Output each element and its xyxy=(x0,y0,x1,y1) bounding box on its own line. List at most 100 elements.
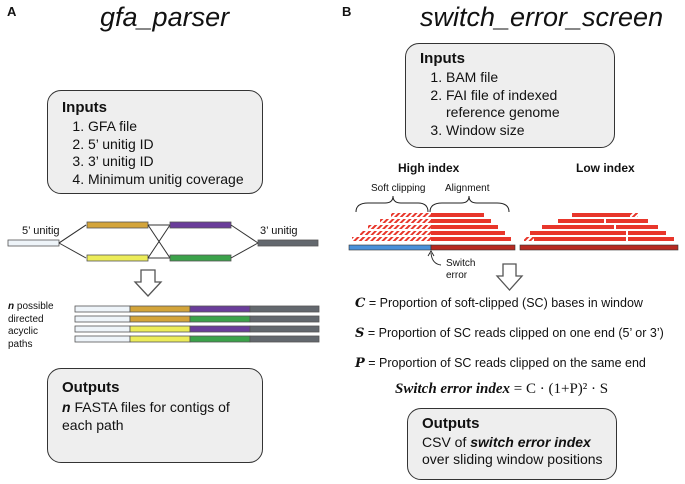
read-bar xyxy=(391,213,431,217)
read-bar xyxy=(431,237,511,241)
paths-label-line: paths xyxy=(8,338,33,350)
p-definition-text: = Proportion of SC reads clipped on the … xyxy=(364,356,646,370)
read-bar xyxy=(524,237,534,241)
read-bar xyxy=(616,225,658,229)
s-definition: S = Proportion of SC reads clipped on on… xyxy=(355,326,664,341)
path-row xyxy=(74,335,320,343)
switch-error-arrow-icon xyxy=(430,252,442,266)
read-bar xyxy=(368,225,431,229)
diagram-shape xyxy=(129,325,191,333)
high-index-label: High index xyxy=(398,161,460,175)
paths-label-line: acyclic xyxy=(8,326,39,337)
read-bar xyxy=(352,237,431,241)
formula-name: Switch error index xyxy=(395,381,511,397)
n-symbol: n xyxy=(62,399,71,415)
read-bar xyxy=(360,231,431,235)
diagram-shape xyxy=(129,315,191,323)
switch-error-line: error xyxy=(446,270,468,281)
edge-line xyxy=(58,242,87,259)
gfa-graph xyxy=(7,221,319,262)
reference-low-bar xyxy=(519,244,679,251)
read-bar xyxy=(628,231,666,235)
diagram-shape xyxy=(74,325,131,333)
diagram-shape xyxy=(189,325,251,333)
alignment-label: Alignment xyxy=(445,183,490,194)
switch-error-line: Switch xyxy=(446,258,476,269)
s-symbol: S xyxy=(355,326,365,341)
read-bar xyxy=(534,237,626,241)
low-index-label: Low index xyxy=(576,161,635,175)
unitig-3-bar xyxy=(257,239,319,247)
gfa-inputs-box: Inputs GFA file 5’ unitig ID 3’ unitig I… xyxy=(47,90,263,194)
green-unitig-bar xyxy=(169,254,232,262)
read-bar xyxy=(606,219,648,223)
reference-blue-bar xyxy=(348,244,432,251)
n-symbol: n xyxy=(8,301,15,312)
switch-error-index-term: switch error index xyxy=(470,434,591,450)
ses-inputs-box: Inputs BAM file FAI file of indexed refe… xyxy=(405,43,615,148)
read-bar xyxy=(530,231,626,235)
read-bar xyxy=(630,213,638,217)
diagram-shape xyxy=(249,305,320,313)
ses-outputs-line: over sliding window positions xyxy=(422,451,603,467)
ses-input-item: BAM file xyxy=(446,69,611,87)
read-bar xyxy=(431,225,498,229)
paths-label-line: possible xyxy=(14,301,54,312)
diagram-shape xyxy=(74,305,131,313)
gold-unitig-bar xyxy=(86,221,149,229)
c-symbol: C xyxy=(355,296,366,311)
unitig-5-label: 5’ unitig xyxy=(22,225,60,237)
diagram-shape xyxy=(74,335,131,343)
gfa-outputs-text: n FASTA files for contigs of each path xyxy=(62,398,262,434)
alignment-brace xyxy=(429,195,510,213)
edge-line xyxy=(147,224,171,259)
diagram-shape xyxy=(249,335,320,343)
ses-outputs-line: CSV of xyxy=(422,434,471,450)
switch-error-screen-title: switch_error_screen xyxy=(420,2,664,32)
path-row xyxy=(74,315,320,323)
gfa-outputs-line: each path xyxy=(62,417,124,433)
path-row xyxy=(74,325,320,333)
edge-line xyxy=(230,224,259,244)
diagram-shape xyxy=(249,325,320,333)
gfa-inputs-list: GFA file 5’ unitig ID 3’ unitig ID Minim… xyxy=(62,118,262,188)
read-bar xyxy=(380,219,431,223)
read-bar xyxy=(431,231,505,235)
gfa-input-item: 3’ unitig ID xyxy=(88,153,262,171)
paths-label-line: directed xyxy=(8,313,44,325)
purple-unitig-bar xyxy=(169,221,232,229)
p-definition: P = Proportion of SC reads clipped on th… xyxy=(355,356,646,371)
c-definition: C = Proportion of soft-clipped (SC) base… xyxy=(355,296,643,311)
reference-red-bar xyxy=(430,244,516,251)
ses-inputs-heading: Inputs xyxy=(420,50,465,67)
unitig-5-bar xyxy=(7,239,60,247)
panel-label-a: A xyxy=(7,4,17,19)
panel-label-b: B xyxy=(342,4,352,19)
paths-group xyxy=(74,305,320,343)
gfa-inputs-heading: Inputs xyxy=(62,99,107,116)
ses-outputs-text: CSV of switch error index over sliding w… xyxy=(422,434,616,468)
c-definition-text: = Proportion of soft-clipped (SC) bases … xyxy=(365,296,643,310)
soft-clipping-brace xyxy=(355,195,429,213)
s-definition-text: = Proportion of SC reads clipped on one … xyxy=(364,326,664,340)
diagram-shape xyxy=(189,335,251,343)
diagram-shape xyxy=(74,315,131,323)
gfa-parser-title: gfa_parser xyxy=(100,2,230,32)
edge-line xyxy=(230,242,259,259)
diagram-shape xyxy=(189,305,251,313)
gfa-outputs-heading: Outputs xyxy=(62,379,120,396)
diagram-shape xyxy=(129,335,191,343)
read-bar xyxy=(431,213,484,217)
ses-input-item: Window size xyxy=(446,122,611,140)
gfa-input-item: 5’ unitig ID xyxy=(88,136,262,154)
unitig-3-label: 3’ unitig xyxy=(260,225,298,237)
path-row xyxy=(74,305,320,313)
down-arrow-icon xyxy=(495,263,524,291)
read-bar xyxy=(431,219,491,223)
soft-clipping-label: Soft clipping xyxy=(371,183,426,194)
ses-inputs-list: BAM file FAI file of indexed reference g… xyxy=(420,69,611,139)
ses-outputs-heading: Outputs xyxy=(422,415,480,432)
gfa-input-item: Minimum unitig coverage xyxy=(88,171,262,189)
diagram-shape xyxy=(249,315,320,323)
